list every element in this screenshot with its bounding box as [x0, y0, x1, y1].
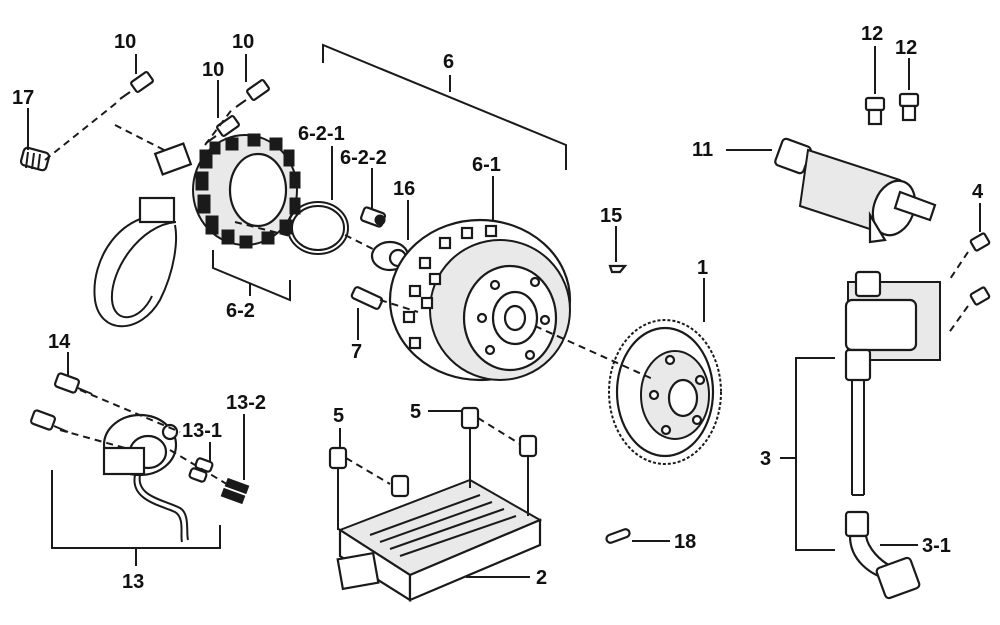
- label-10-a: 10: [114, 31, 136, 53]
- bolt-10-c: [205, 115, 240, 144]
- label-6-2: 6-2: [226, 300, 255, 322]
- starter-gear-1: [608, 319, 722, 465]
- bolt-4-b: [947, 286, 991, 335]
- ignition-coil-3: [844, 270, 941, 496]
- label-11: 11: [692, 139, 713, 161]
- plug-cap-3-1: [844, 510, 921, 600]
- callout-labels: 10 10 10 17 6 6-2-1 6-2-2 16 6-1 6-2 7 1…: [12, 23, 984, 593]
- label-10-b: 10: [232, 31, 254, 53]
- bolt-10-a: [119, 71, 154, 100]
- flywheel-holes: [476, 276, 551, 361]
- label-3-1: 3-1: [922, 535, 951, 557]
- label-17: 17: [12, 87, 34, 109]
- bolt-14-a: [54, 372, 93, 395]
- label-12-b: 12: [895, 37, 917, 59]
- spring-13-2: [220, 477, 250, 505]
- screw-6-2-2: [360, 206, 386, 228]
- starter-motor-11: [774, 137, 937, 244]
- label-12-a: 12: [861, 23, 883, 45]
- bolt-12-b: [898, 92, 920, 122]
- bolt-10-b: [235, 79, 270, 108]
- label-6-1: 6-1: [472, 154, 501, 176]
- pin-7: [350, 286, 384, 310]
- label-16: 16: [393, 178, 415, 200]
- assembly-centerlines: [44, 99, 656, 487]
- circlip-6-2-1: [287, 201, 349, 255]
- stator-teeth: [195, 133, 301, 249]
- regulator-rectifier-2: [336, 478, 543, 602]
- label-7: 7: [351, 341, 362, 363]
- regulator-fins: [369, 494, 517, 557]
- label-13-2: 13-2: [226, 392, 266, 414]
- flywheel-6-1: [388, 218, 572, 382]
- key-15: [608, 264, 628, 274]
- label-4: 4: [972, 181, 984, 203]
- bolt-5-c: [460, 406, 480, 488]
- stator-part: [93, 133, 301, 328]
- pulser-coil-13: [102, 413, 189, 543]
- label-6: 6: [443, 51, 454, 73]
- label-2: 2: [536, 567, 547, 589]
- bolt-5-b: [390, 474, 410, 498]
- label-10-c: 10: [202, 59, 224, 81]
- label-6-2-2: 6-2-2: [340, 147, 387, 169]
- grommet-17: [19, 146, 51, 172]
- label-1: 1: [697, 257, 708, 279]
- leader-lines: [27, 43, 981, 578]
- bolt-5-a: [328, 446, 348, 530]
- bolt-12-a: [864, 96, 886, 126]
- label-5-a: 5: [333, 405, 344, 427]
- bolt-14-b: [30, 409, 69, 433]
- collar-13-1: [188, 457, 214, 483]
- label-5-b: 5: [410, 401, 421, 423]
- flywheel-magnet-slots: [402, 224, 498, 350]
- label-15: 15: [600, 205, 622, 227]
- label-6-2-1: 6-2-1: [298, 123, 345, 145]
- label-14: 14: [48, 331, 71, 353]
- bolt-4-a: [947, 232, 991, 283]
- pin-18: [605, 528, 631, 544]
- bolt-5-d: [518, 434, 538, 516]
- label-18: 18: [674, 531, 696, 553]
- label-13: 13: [122, 571, 144, 593]
- label-13-1: 13-1: [182, 420, 222, 442]
- label-3: 3: [760, 448, 771, 470]
